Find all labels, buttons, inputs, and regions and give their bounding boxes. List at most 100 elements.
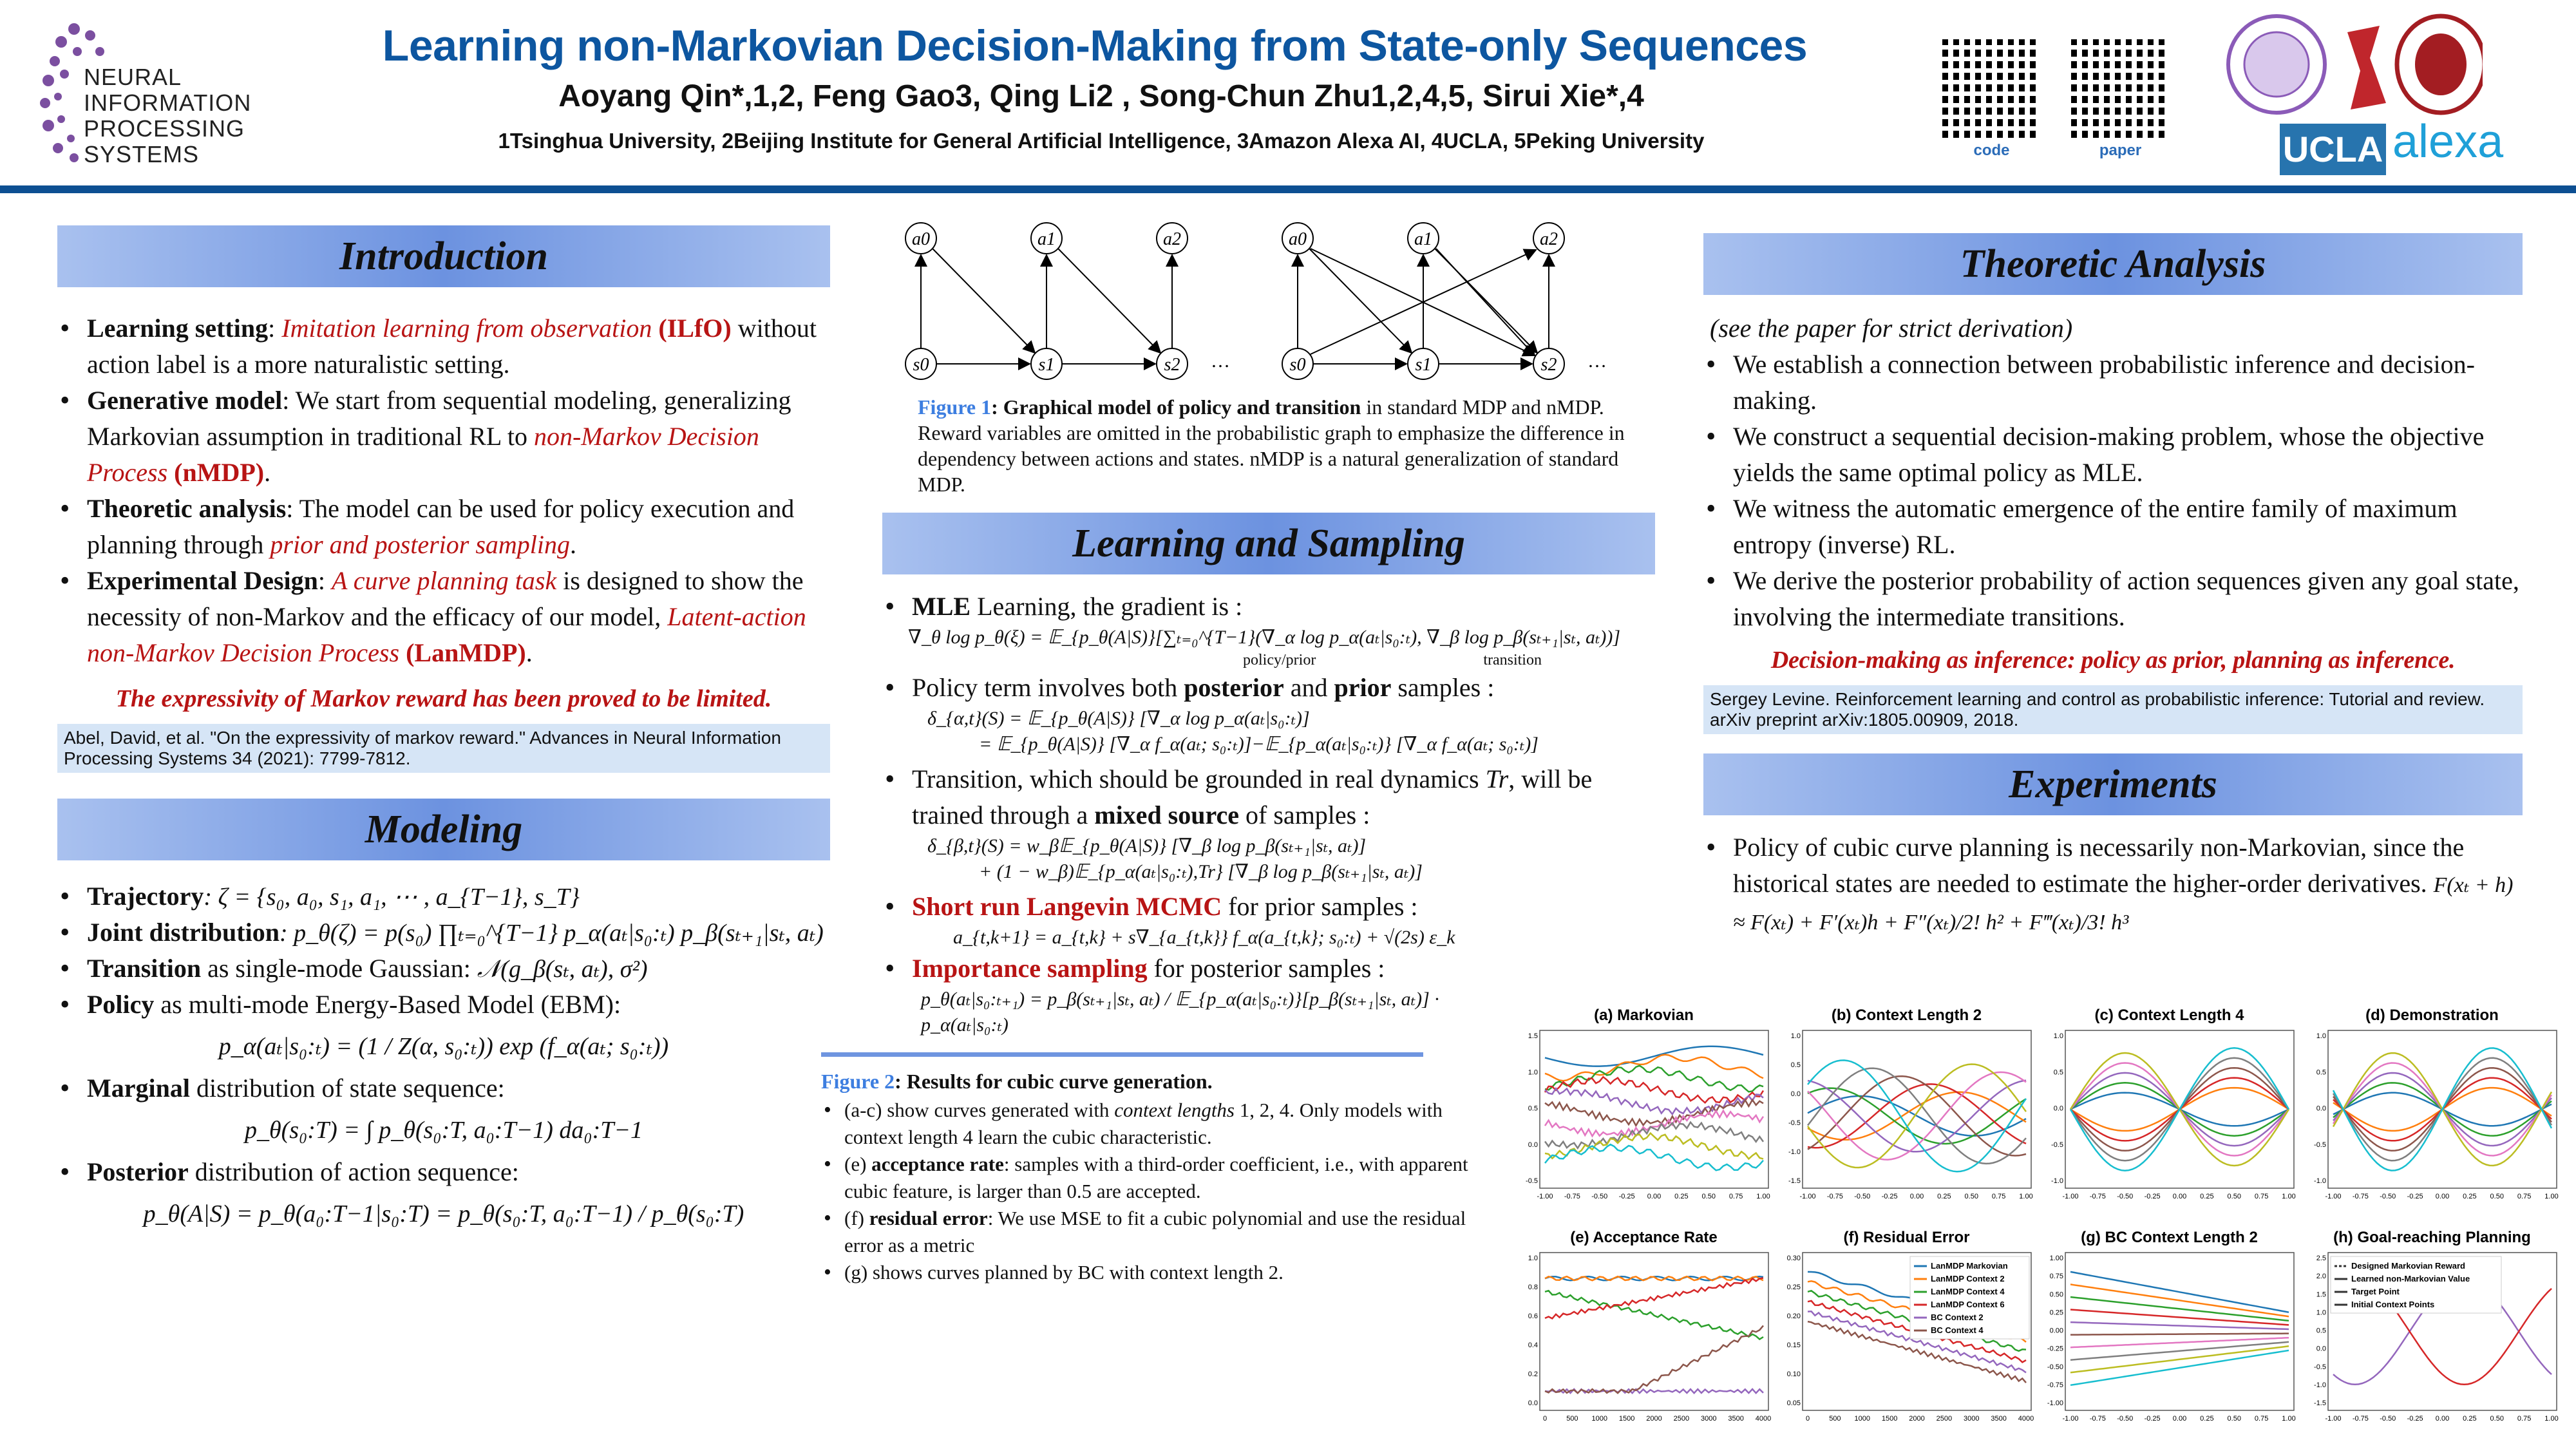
edge: [1435, 248, 1536, 357]
x-tick-label: 0.75: [2517, 1415, 2531, 1423]
curve-line: [2070, 1345, 2289, 1374]
curve-line: [2070, 1349, 2289, 1387]
underbrace-labels: policy/prior transition: [882, 650, 1655, 670]
panel-title: (f) Residual Error: [1843, 1229, 1969, 1246]
edge: [1057, 248, 1162, 354]
x-tick-label: -0.75: [2353, 1193, 2369, 1200]
curve-line: [2070, 1309, 2289, 1326]
theory-bullet: We construct a sequential decision-makin…: [1703, 419, 2523, 491]
poster-header: NEURAL INFORMATION PROCESSING SYSTEMS Le…: [0, 0, 2576, 193]
x-tick-label: -1.00: [1537, 1193, 1553, 1200]
figure-panel: (d) Demonstration1.00.50.0-0.5-1.0-1.00-…: [2314, 1007, 2559, 1200]
plot-frame: [1802, 1030, 2032, 1189]
curve-line: [1807, 1067, 2027, 1165]
x-tick-label: 2000: [1646, 1415, 1662, 1423]
intro-bullet: Generative model: We start from sequenti…: [57, 383, 830, 491]
underbrace-label: policy/prior: [1243, 652, 1316, 668]
section-heading: Experiments: [1703, 753, 2523, 815]
intro-claim: The expressivity of Markov reward has be…: [115, 685, 772, 712]
theory-claim: Decision-making as inference: policy as …: [1770, 647, 2456, 674]
poster-title: Learning non-Markovian Decision-Making f…: [382, 21, 1808, 70]
qr-code-paper[interactable]: [2067, 35, 2174, 142]
y-tick-label: -1.0: [2051, 1177, 2063, 1185]
x-tick-label: 0.75: [2517, 1193, 2531, 1200]
qr-code-code[interactable]: [1938, 35, 2045, 142]
policy-term-equation: δ_{α,t}(S) = 𝔼_{p_θ(A|S)} [∇_α log p_α(a…: [927, 708, 1539, 755]
x-tick-label: 0.75: [1992, 1193, 2005, 1200]
panel-title: (a) Markovian: [1594, 1007, 1694, 1024]
y-tick-label: 0.0: [1528, 1399, 1538, 1407]
x-tick-label: -1.00: [2062, 1415, 2078, 1423]
graphical-model-diagram: a0s0a1s1a2s2…a0s0a1s1a2s2…: [905, 222, 1607, 380]
figure-panel: (a) Markovian1.51.00.50.0-0.5-1.00-0.75-…: [1526, 1007, 1770, 1200]
x-tick-label: 0.50: [1702, 1193, 1716, 1200]
figure-panel: (g) BC Context Length 21.000.750.500.250…: [2047, 1229, 2296, 1423]
y-tick-label: -0.5: [1788, 1119, 1801, 1127]
y-tick-label: 0.0: [2316, 1345, 2326, 1353]
x-tick-label: 0: [1806, 1415, 1810, 1423]
x-tick-label: -0.25: [2407, 1193, 2423, 1200]
x-tick-label: 2000: [1909, 1415, 1924, 1423]
left-column: Introduction Learning setting: Imitation…: [57, 225, 830, 1238]
y-tick-label: -1.0: [2314, 1381, 2326, 1389]
action-label: a2: [1163, 229, 1181, 249]
curve-line: [1807, 1059, 2027, 1173]
ellipsis: …: [1211, 350, 1230, 372]
transition-term-equation: δ_{β,t}(S) = w_β𝔼_{p_θ(A|S)} [∇_β log p_…: [927, 835, 1423, 882]
legend-box: [2330, 1256, 2502, 1314]
section-heading: Learning and Sampling: [882, 513, 1655, 574]
learning-bullet: MLE Learning, the gradient is :: [882, 589, 1655, 625]
learning-bullet: Short run Langevin MCMC for prior sample…: [882, 889, 1510, 925]
figure-panel: (h) Goal-reaching Planning2.52.01.51.00.…: [2314, 1229, 2559, 1423]
x-tick-label: -1.00: [1799, 1193, 1815, 1200]
figure1-caption: Figure 1: Graphical model of policy and …: [918, 395, 1625, 496]
y-tick-label: 1.5: [2316, 1291, 2326, 1298]
logo-line: PROCESSING: [84, 115, 245, 142]
edge: [1309, 248, 1413, 354]
figure2-divider: [821, 1052, 1423, 1057]
figure-panel: (b) Context Length 21.00.50.0-0.5-1.0-1.…: [1788, 1007, 2033, 1200]
fig2-item: (a-c) show curves generated with context…: [821, 1097, 1491, 1151]
y-tick-label: 0.05: [1787, 1399, 1801, 1407]
alexa-logo: alexa: [2392, 116, 2504, 167]
qr-label: code: [1973, 142, 2010, 159]
y-tick-label: 0.0: [1528, 1141, 1538, 1149]
legend-entry: LanMDP Context 4: [1931, 1287, 2005, 1296]
intro-bullet: Learning setting: Imitation learning fro…: [57, 310, 830, 383]
curve-line: [1544, 1132, 1764, 1160]
y-tick-label: -0.5: [1526, 1177, 1538, 1185]
x-tick-label: 0.75: [1729, 1193, 1743, 1200]
y-tick-label: -0.50: [2047, 1363, 2063, 1371]
y-tick-label: -0.5: [2051, 1141, 2063, 1149]
legend-entry: Learned non-Markovian Value: [2351, 1274, 2470, 1283]
y-tick-label: 1.0: [1528, 1068, 1538, 1076]
intro-reference: Abel, David, et al. "On the expressivity…: [57, 724, 830, 773]
section-heading: Introduction: [57, 225, 830, 287]
edge: [932, 248, 1036, 354]
panel-title: (c) Context Length 4: [2095, 1007, 2245, 1024]
middle-column: Figure 1: Graphical model of policy and …: [821, 394, 1655, 1286]
x-tick-label: 0.50: [2490, 1415, 2504, 1423]
x-tick-label: 3500: [1728, 1415, 1743, 1423]
y-tick-label: 1.0: [1791, 1032, 1801, 1040]
panel-title: (g) BC Context Length 2: [2081, 1229, 2258, 1246]
curve-line: [2070, 1341, 2289, 1361]
y-tick-label: 1.0: [2054, 1032, 2063, 1040]
figure2-caption: Figure 2: Results for cubic curve genera…: [821, 1068, 1491, 1286]
curve-line: [2332, 1047, 2553, 1171]
x-tick-label: 0.25: [2463, 1415, 2476, 1423]
y-tick-label: 0.4: [1528, 1341, 1538, 1349]
legend-box: [1909, 1256, 2030, 1340]
learning-section: Learning and Sampling MLE Learning, the …: [882, 513, 1655, 1038]
curve-line: [2069, 1047, 2290, 1171]
y-tick-label: -0.5: [2314, 1363, 2326, 1371]
marginal-equation: p_θ(s₀:T) = ∫ p_θ(s₀:T, a₀:T−1) da₀:T−1: [244, 1117, 643, 1144]
curve-line: [1544, 1054, 1764, 1082]
curve-line: [1544, 1086, 1764, 1116]
importance-sampling-equation: p_θ(aₜ|s₀:ₜ₊₁) = p_β(sₜ₊₁|sₜ, aₜ) / 𝔼_{p…: [921, 989, 1439, 1036]
right-column: Theoretic Analysis (see the paper for st…: [1703, 233, 2523, 940]
x-tick-label: 3000: [1701, 1415, 1716, 1423]
logo-line: SYSTEMS: [84, 141, 200, 167]
state-label: s2: [1164, 355, 1180, 375]
